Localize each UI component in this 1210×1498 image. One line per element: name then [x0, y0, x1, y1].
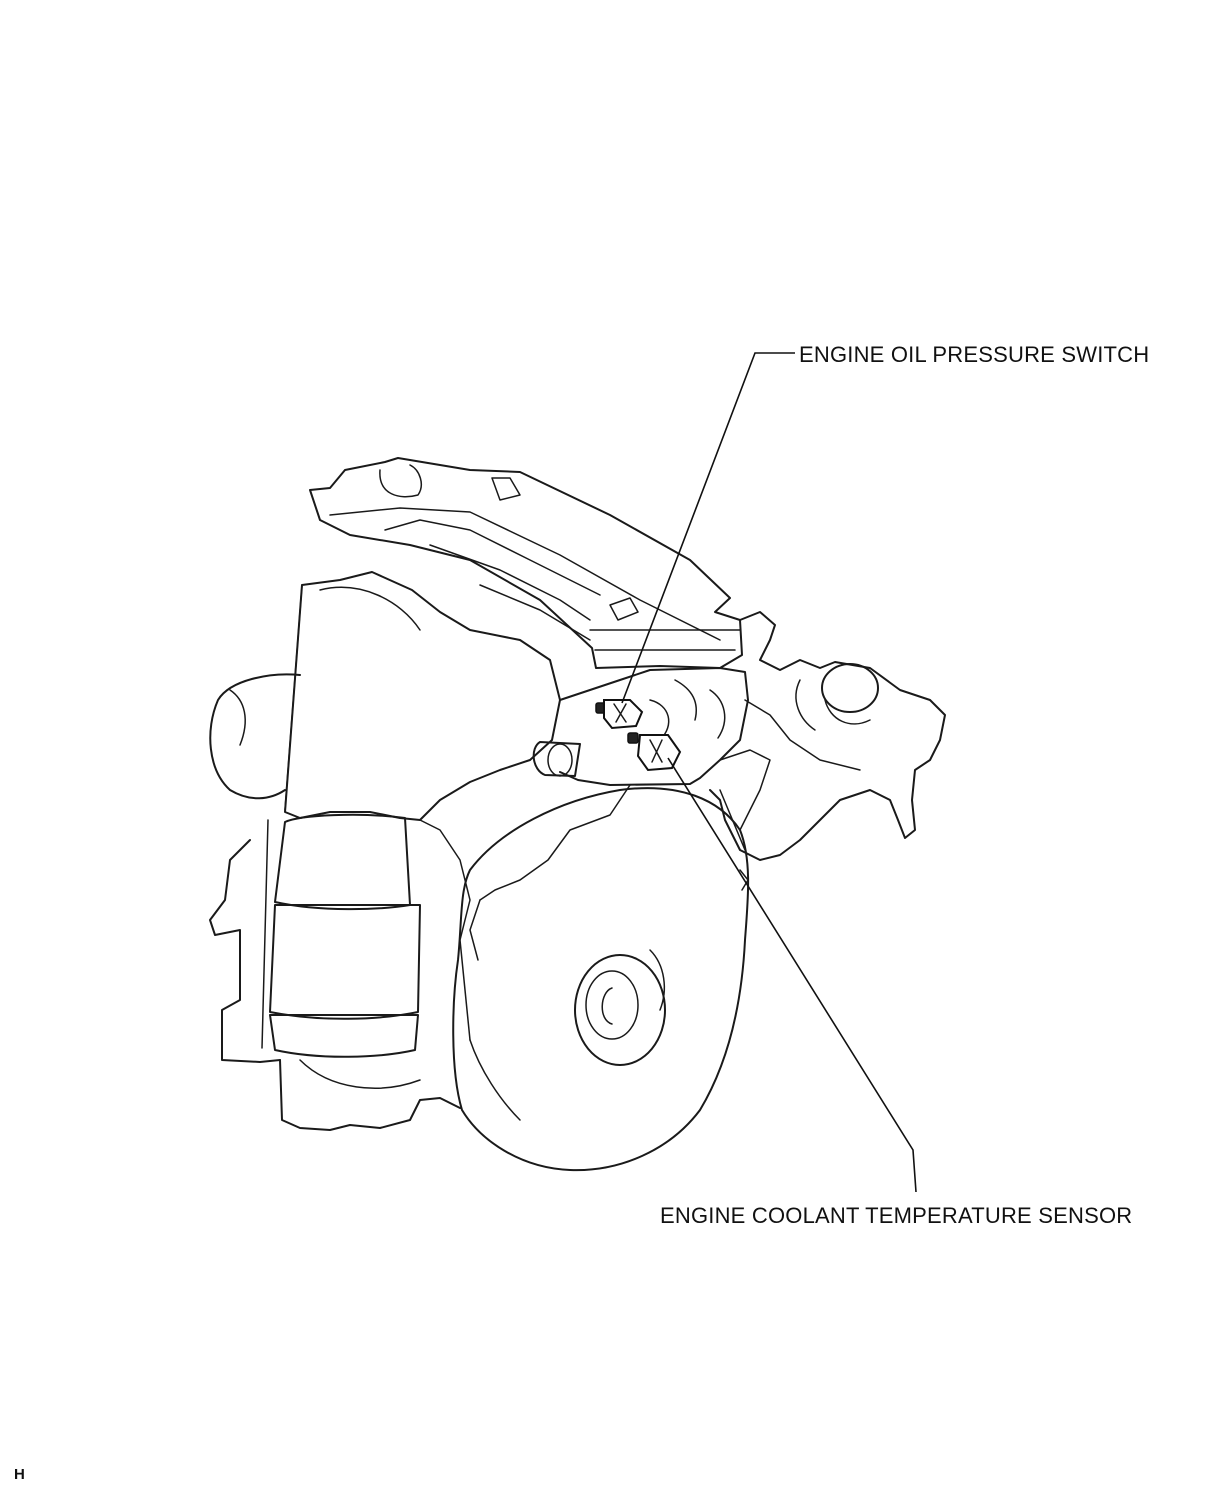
engine-block-drawing	[209, 457, 946, 1172]
oil-switch-leader-line	[621, 352, 795, 704]
coolant-temperature-sensor-label: ENGINE COOLANT TEMPERATURE SENSOR	[660, 1203, 1133, 1228]
coolant-sensor-leader-line	[667, 757, 917, 1193]
figure-code: H	[14, 1466, 25, 1483]
oil-pressure-switch-part	[595, 699, 644, 730]
oil-pressure-switch-label: ENGINE OIL PRESSURE SWITCH	[799, 342, 1150, 367]
